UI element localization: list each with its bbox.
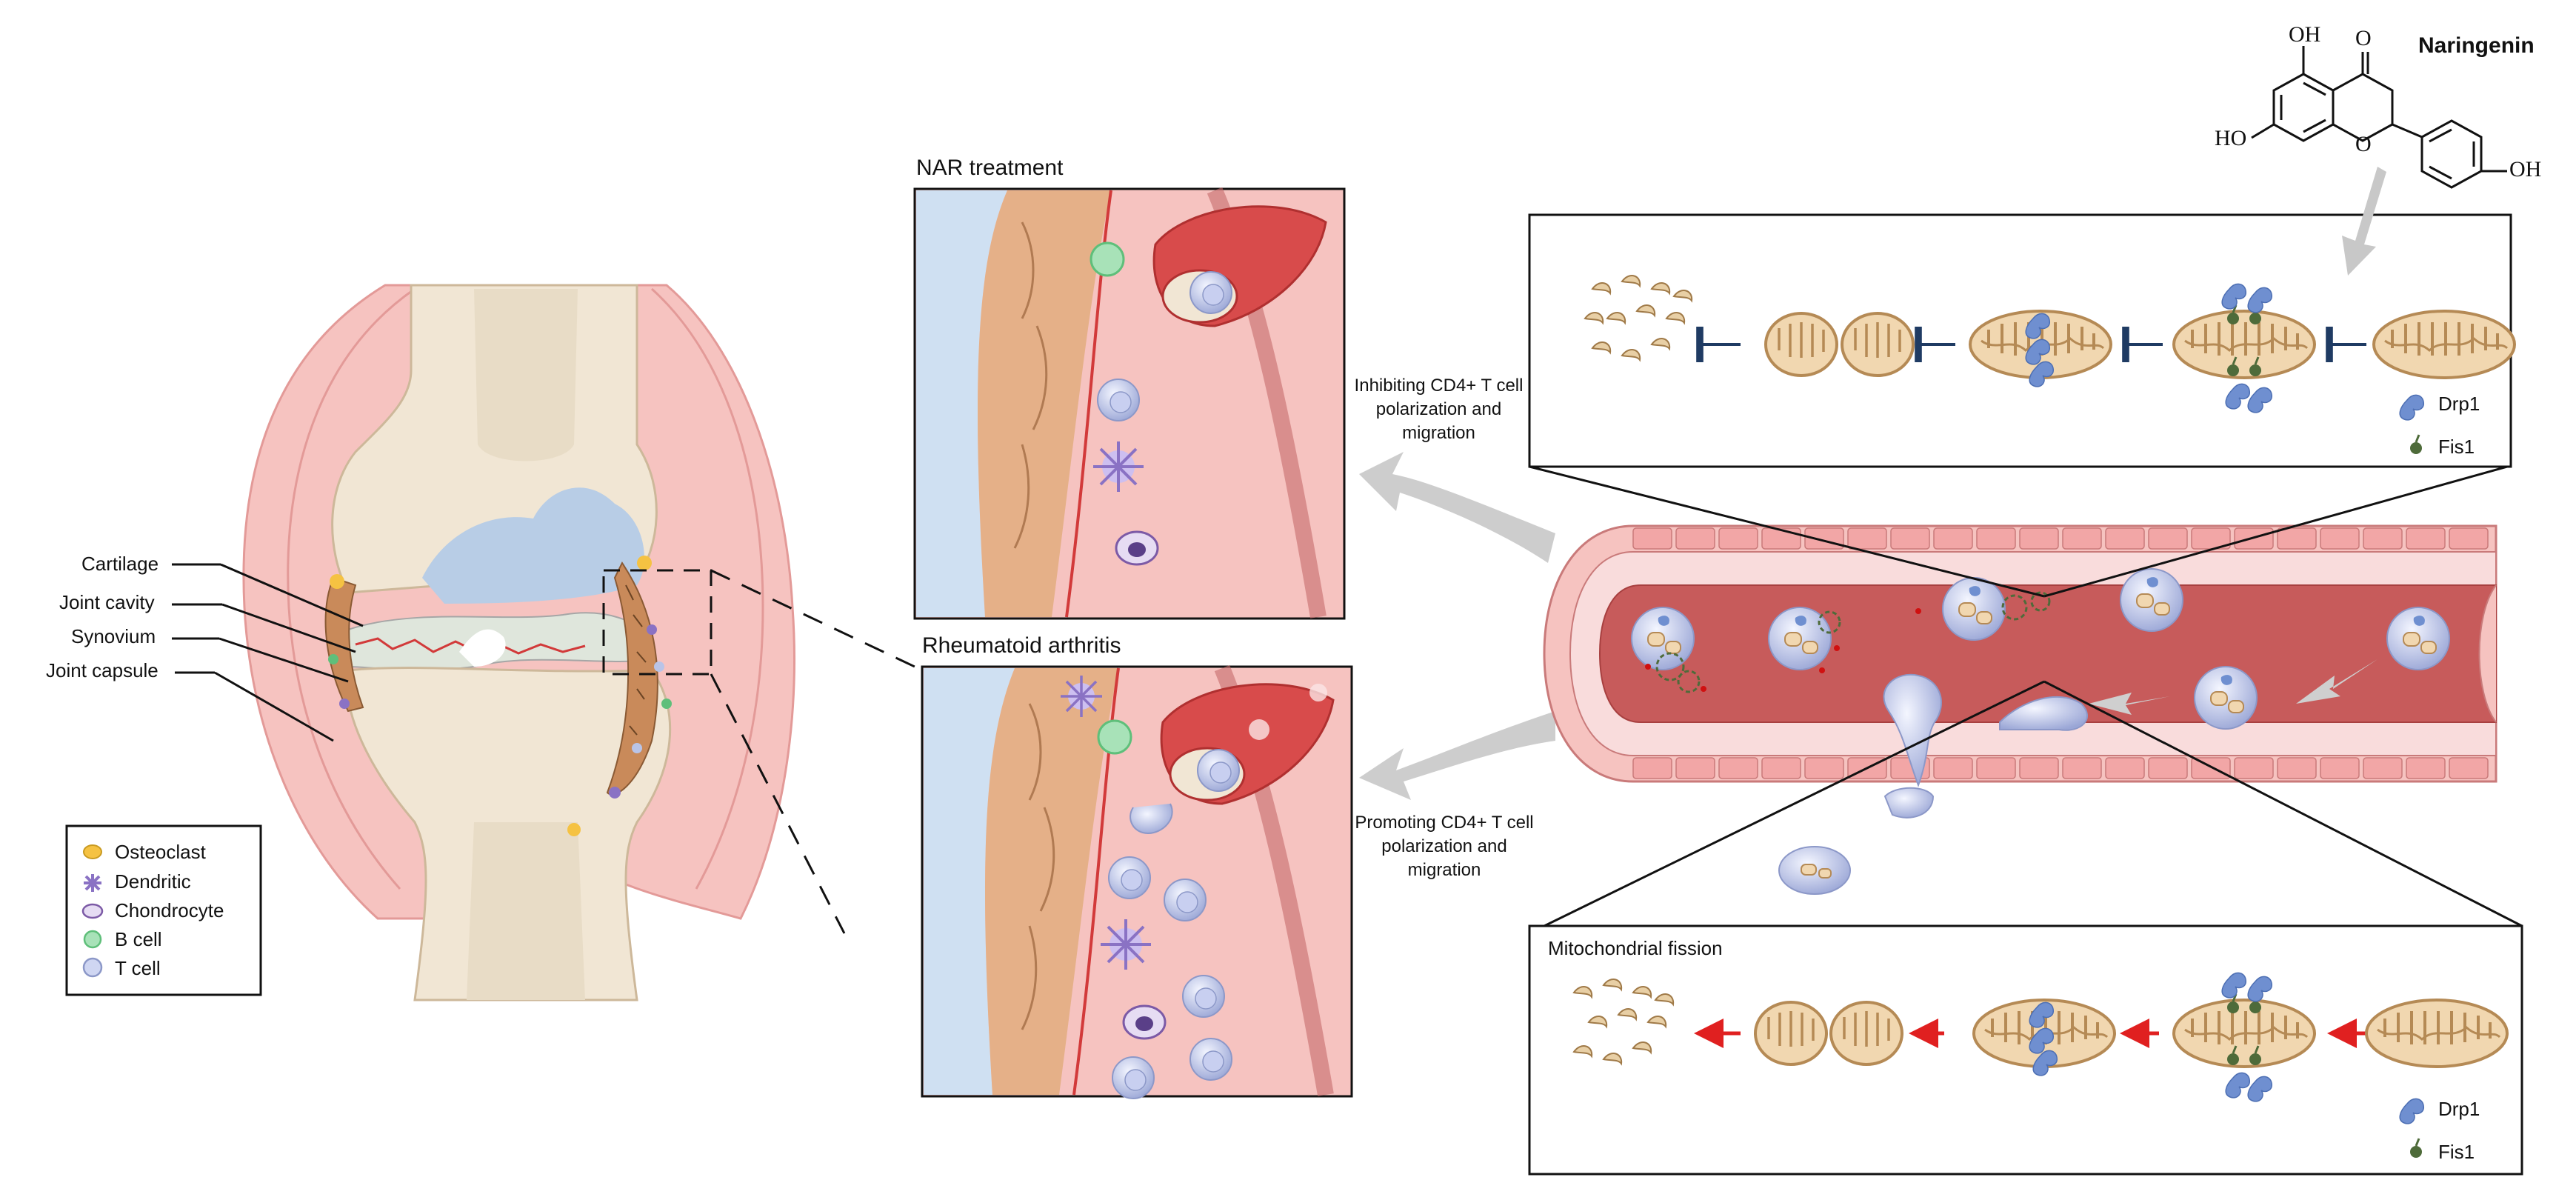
atom-ho-left: HO — [2215, 126, 2247, 150]
t-cell-icon — [82, 957, 103, 978]
legend-drp1-top: Drp1 — [2438, 393, 2480, 415]
label-joint-capsule: Joint capsule — [46, 659, 159, 681]
dendritic-icon — [84, 874, 101, 892]
legend-dendritic: Dendritic — [115, 870, 191, 893]
b-cell-icon — [83, 930, 102, 949]
atom-o-ring: O — [2355, 132, 2372, 156]
naringenin-structure — [2251, 46, 2507, 189]
legend-icons — [81, 844, 104, 978]
legend-fis1-top: Fis1 — [2438, 436, 2475, 458]
chondrocyte-icon — [81, 903, 104, 919]
mitochondrial-fission-title: Mitochondrial fission — [1548, 937, 1723, 959]
legend-fis1-bottom: Fis1 — [2438, 1141, 2475, 1163]
ra-title: Rheumatoid arthritis — [922, 633, 1121, 658]
legend-osteoclast: Osteoclast — [115, 841, 206, 863]
atom-o-ketone: O — [2355, 26, 2372, 50]
fission-top-sequence — [1584, 275, 2516, 456]
promote-text: Promoting CD4+ T cell polarization and m… — [1355, 813, 1534, 880]
knee-joint-illustration — [172, 284, 915, 1001]
atom-oh-top: OH — [2289, 22, 2321, 47]
naringenin-title: Naringenin — [2418, 33, 2535, 58]
fission-bottom-sequence — [1573, 972, 2509, 1159]
legend-t-cell: T cell — [115, 957, 161, 979]
promote-arrow — [1359, 711, 1555, 800]
nar-treatment-title: NAR treatment — [916, 156, 1064, 180]
nar-treatment-panel — [913, 187, 1346, 620]
label-cartilage: Cartilage — [81, 553, 159, 575]
label-joint-cavity: Joint cavity — [59, 591, 155, 613]
legend-b-cell: B cell — [115, 928, 162, 950]
legend-chondrocyte: Chondrocyte — [115, 899, 224, 921]
osteoclast-icon — [83, 844, 102, 859]
label-synovium: Synovium — [71, 625, 156, 647]
naringenin-arrow — [2342, 167, 2386, 276]
atom-oh-right: OH — [2509, 157, 2542, 181]
legend-drp1-bottom: Drp1 — [2438, 1098, 2480, 1120]
rheumatoid-arthritis-panel — [921, 664, 1353, 1099]
inhibit-text: Inhibiting CD4+ T cell polarization and … — [1354, 376, 1524, 443]
blood-vessel — [1543, 524, 2497, 895]
inhibit-arrow — [1359, 452, 1555, 563]
